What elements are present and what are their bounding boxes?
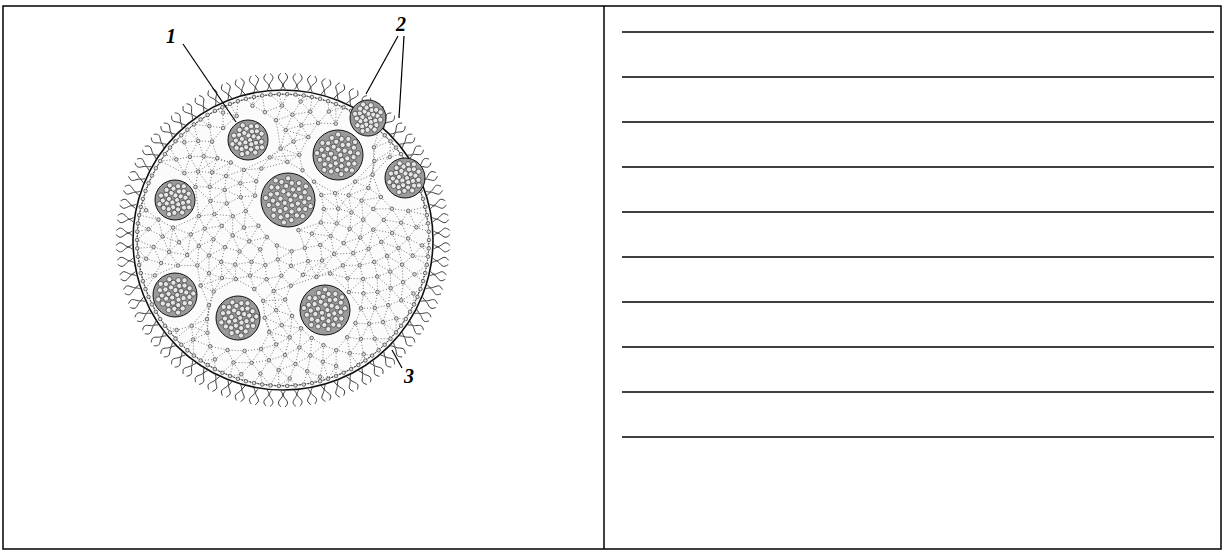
callout-number: 3 xyxy=(404,366,414,386)
volvox-colony xyxy=(116,73,450,407)
cytoplasmic-bridges xyxy=(137,94,429,386)
table-divider xyxy=(603,6,605,549)
daughter-colonies xyxy=(153,100,425,340)
callout-number: 2 xyxy=(396,14,406,34)
callout-number: 1 xyxy=(166,26,176,46)
answer-lines xyxy=(622,32,1214,437)
leader-lines xyxy=(183,36,404,368)
table-frame xyxy=(3,6,1221,549)
flagella xyxy=(116,73,450,407)
somatic-cells xyxy=(135,92,431,387)
